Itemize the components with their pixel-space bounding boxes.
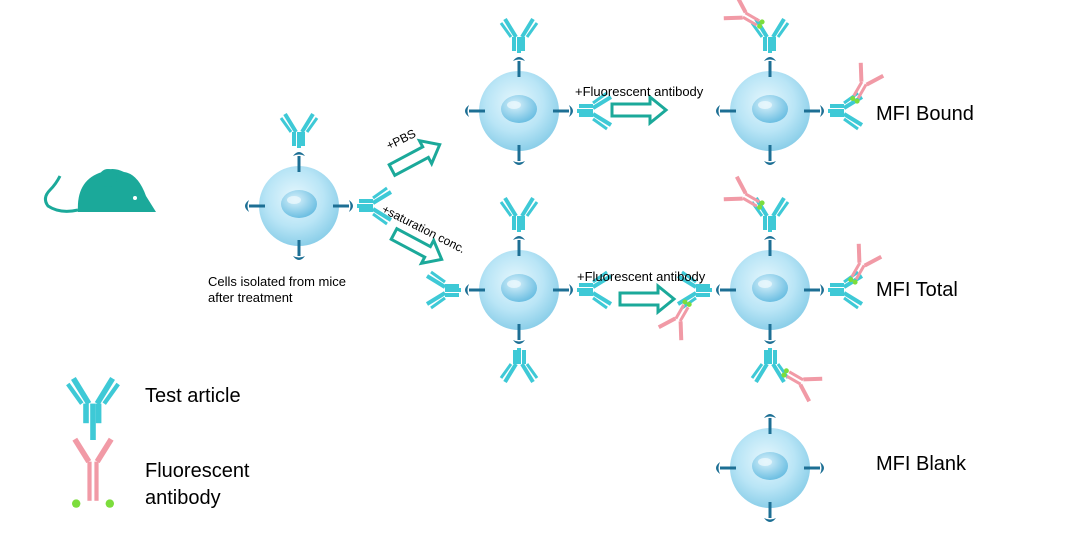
mfi-total-label: MFI Total — [876, 279, 958, 301]
fluorescent-arrow-bottom — [618, 284, 676, 314]
fluorescent-label-top: +Fluorescent antibody — [575, 84, 704, 99]
fluorescent-label-bottom: +Fluorescent antibody — [577, 269, 706, 284]
mfi-bound-label: MFI Bound — [876, 103, 974, 125]
mfi-blank-label: MFI Blank — [876, 453, 967, 475]
saturation-cell — [425, 196, 613, 384]
mfi-total-cell — [656, 174, 884, 404]
cells-caption-line1: Cells isolated from mice — [208, 274, 346, 289]
fluorescent-antibody-legend-icon — [72, 437, 114, 508]
mfi-bound-cell — [716, 0, 886, 165]
legend-fluorescent-line2: antibody — [145, 487, 221, 509]
legend-test-article: Test article — [145, 385, 241, 407]
test-article-legend-icon — [68, 378, 118, 440]
mfi-blank-cell — [716, 414, 824, 522]
cells-caption-line2: after treatment — [208, 290, 293, 305]
fluorescent-arrow-top — [610, 95, 668, 125]
legend-fluorescent-line1: Fluorescent — [145, 460, 250, 482]
source-cell — [245, 112, 393, 260]
mouse-icon — [43, 169, 156, 213]
